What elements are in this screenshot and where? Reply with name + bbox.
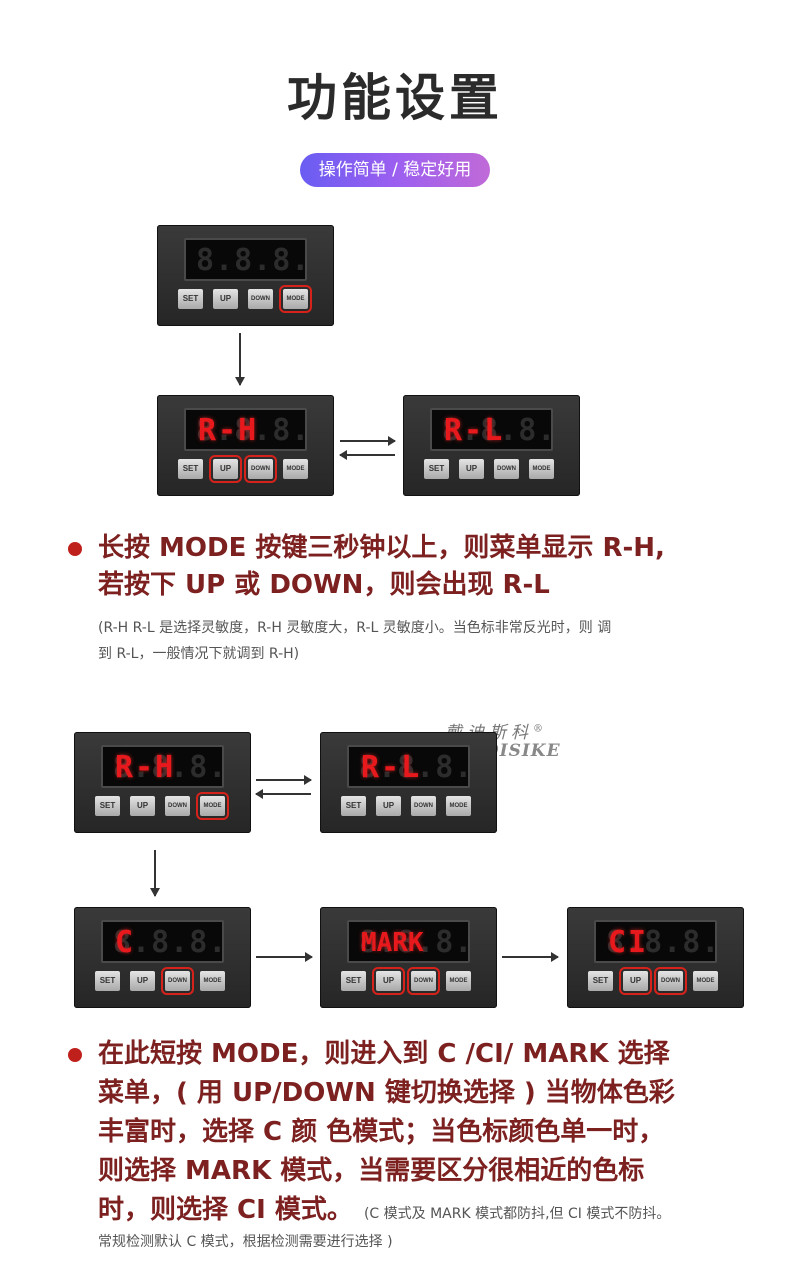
display-screen: 8.8.8.8 R-L — [347, 745, 470, 788]
display-screen: 8.8.8.8 R-L — [430, 408, 553, 451]
display-screen: 8.8.8.8 MARK — [347, 920, 470, 963]
instruction-line: 则选择 MARK 模式，当需要区分很相近的色标 — [98, 1156, 645, 1186]
note-inline: (C 模式及 MARK 模式都防抖,但 CI 模式不防抖。 — [363, 1206, 671, 1222]
instruction-line: 若按下 UP 或 DOWN，则会出现 R-L — [98, 570, 550, 600]
arrow-left — [255, 789, 311, 799]
note-line: (R-H R-L 是选择灵敏度，R-H 灵敏度大，R-L 灵敏度小。当色标非常反… — [98, 620, 612, 636]
display-screen: 8.8.8.8 R-H — [184, 408, 307, 451]
instruction-line: 时，则选择 CI 模式。 — [98, 1195, 353, 1225]
arrow-right — [340, 436, 396, 446]
mode-button[interactable]: MODE — [446, 971, 471, 991]
instruction-line: 在此短按 MODE，则进入到 C /CI/ MARK 选择 — [98, 1039, 670, 1069]
down-button[interactable]: DOWN — [248, 289, 273, 309]
down-button[interactable]: DOWN — [244, 455, 277, 483]
up-button[interactable]: UP — [372, 967, 405, 995]
instruction-last-line: 时，则选择 CI 模式。 (C 模式及 MARK 模式都防抖,但 CI 模式不防… — [98, 1192, 670, 1228]
display-screen: 8.8.8.8 C — [101, 920, 224, 963]
ghost-digits: 8.8.8.8 — [359, 750, 468, 785]
bullet-dot — [68, 1048, 82, 1062]
ghost-digits: 8.8.8.8 — [359, 925, 468, 960]
set-button[interactable]: SET — [178, 289, 203, 309]
down-button[interactable]: DOWN — [165, 796, 190, 816]
display-readout: R-H — [115, 750, 176, 785]
ghost-digits: 8.8.8.8 — [113, 925, 222, 960]
ghost-digits: 8.8.8.8 — [196, 413, 305, 448]
ghost-digits: 8.8.8.8 — [196, 243, 305, 278]
arrow-down — [235, 333, 245, 386]
set-button[interactable]: SET — [341, 796, 366, 816]
set-button[interactable]: SET — [95, 971, 120, 991]
note-line: 常规检测默认 C 模式，根据检测需要进行选择 ) — [98, 1234, 393, 1250]
up-button[interactable]: UP — [376, 796, 401, 816]
display-readout: R-L — [444, 413, 505, 448]
mode-button[interactable]: MODE — [529, 459, 554, 479]
mode-button[interactable]: MODE — [196, 792, 229, 820]
mode-button[interactable]: MODE — [200, 971, 225, 991]
controller-panel-2e: 8.8.8.8 CI SET UP DOWN MODE — [567, 907, 744, 1008]
registered-mark: ® — [533, 723, 548, 735]
display-readout: MARK — [361, 928, 424, 958]
mode-button[interactable]: MODE — [279, 285, 312, 313]
up-button[interactable]: UP — [130, 971, 155, 991]
down-button[interactable]: DOWN — [654, 967, 687, 995]
controller-panel-2c: 8.8.8.8 C SET UP DOWN MODE — [74, 907, 251, 1008]
down-button[interactable]: DOWN — [161, 967, 194, 995]
controller-panel-1b: 8.8.8.8 R-H SET UP DOWN MODE — [157, 395, 334, 496]
instruction-line: 丰富时，选择 C 颜 色模式；当色标颜色单一时， — [98, 1117, 665, 1147]
display-readout: R-H — [198, 413, 259, 448]
up-button[interactable]: UP — [459, 459, 484, 479]
set-button[interactable]: SET — [178, 459, 203, 479]
mode-button[interactable]: MODE — [446, 796, 471, 816]
mode-button[interactable]: MODE — [283, 459, 308, 479]
arrow-right — [256, 952, 313, 962]
display-readout: C — [115, 925, 136, 960]
set-button[interactable]: SET — [341, 971, 366, 991]
mode-button[interactable]: MODE — [693, 971, 718, 991]
set-button[interactable]: SET — [588, 971, 613, 991]
set-button[interactable]: SET — [95, 796, 120, 816]
ghost-digits: 8.8.8.8 — [113, 750, 222, 785]
controller-panel-2b: 8.8.8.8 R-L SET UP DOWN MODE — [320, 732, 497, 833]
arrow-left — [339, 450, 395, 460]
arrow-right — [502, 952, 559, 962]
instruction-line: 长按 MODE 按键三秒钟以上，则菜单显示 R-H, — [98, 533, 665, 563]
display-screen: 8.8.8.8 CI — [594, 920, 717, 963]
controller-panel-2d: 8.8.8.8 MARK SET UP DOWN MODE — [320, 907, 497, 1008]
tagline-badge: 操作简单 / 稳定好用 — [300, 153, 490, 187]
up-button[interactable]: UP — [619, 967, 652, 995]
display-screen: 8.8.8.8 — [184, 238, 307, 281]
up-button[interactable]: UP — [209, 455, 242, 483]
controller-panel-2a: 8.8.8.8 R-H SET UP DOWN MODE — [74, 732, 251, 833]
set-button[interactable]: SET — [424, 459, 449, 479]
controller-panel-1a: 8.8.8.8 SET UP DOWN MODE — [157, 225, 334, 326]
display-readout: CI — [608, 925, 649, 960]
bullet-dot — [68, 542, 82, 556]
ghost-digits: 8.8.8.8 — [442, 413, 551, 448]
up-button[interactable]: UP — [130, 796, 155, 816]
display-screen: 8.8.8.8 R-H — [101, 745, 224, 788]
page-title: 功能设置 — [287, 69, 503, 127]
note-line: 到 R-L，一般情况下就调到 R-H) — [98, 646, 300, 662]
down-button[interactable]: DOWN — [411, 796, 436, 816]
arrow-right — [256, 775, 312, 785]
instruction-line: 菜单，( 用 UP/DOWN 键切换选择 ) 当物体色彩 — [98, 1078, 675, 1108]
up-button[interactable]: UP — [213, 289, 238, 309]
down-button[interactable]: DOWN — [407, 967, 440, 995]
display-readout: R-L — [361, 750, 422, 785]
down-button[interactable]: DOWN — [494, 459, 519, 479]
ghost-digits: 8.8.8.8 — [606, 925, 715, 960]
arrow-down — [150, 850, 160, 897]
controller-panel-1c: 8.8.8.8 R-L SET UP DOWN MODE — [403, 395, 580, 496]
